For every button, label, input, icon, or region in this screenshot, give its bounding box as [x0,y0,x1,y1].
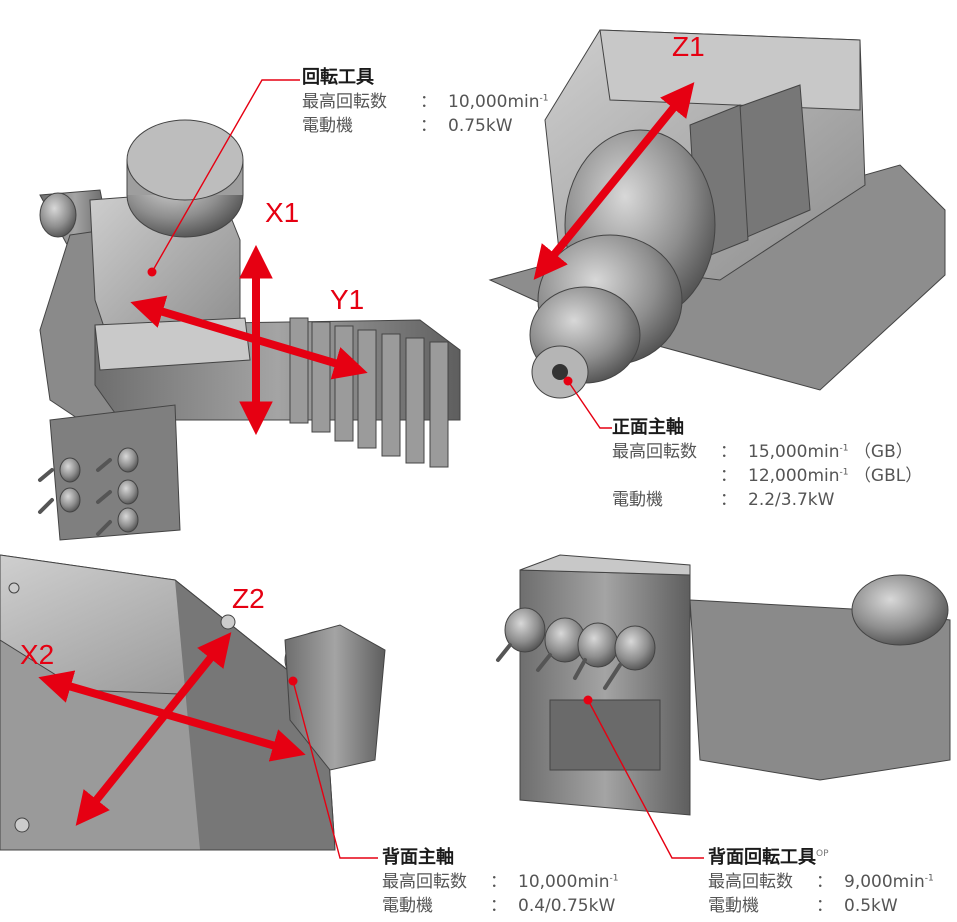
back-rotary-tool-motor-label: 電動機 [708,896,759,916]
rotary-tool-max-speed-label: 最高回転数 [302,92,387,112]
rotary-tool-max-speed-value: 10,000min-1 [448,92,549,112]
separator: ： [720,442,737,462]
y1-axis-label: Y1 [330,284,365,315]
x2-axis-label: X2 [20,639,55,670]
back-spindle-max-speed-label: 最高回転数 [382,872,467,892]
main-spindle-unit [488,29,946,399]
option-mark: OP [816,849,829,859]
main-spindle-max-speed-label: 最高回転数 [612,442,697,462]
rotary-tool-spec: 回転工具 最高回転数 ： 10,000min-1 電動機 ： 0.75kW [302,66,549,138]
back-rotary-tool-title: 背面回転工具OP [708,847,829,868]
rotary-tool-motor-label: 電動機 [302,116,353,136]
back-rotary-tool-max-speed-label: 最高回転数 [708,872,793,892]
separator: ： [720,490,737,510]
leader-back-spindle [292,680,378,859]
main-spindle-max-speed-value-2: 12,000min-1 （GBL） [748,466,923,486]
separator: ： [816,896,833,916]
separator: ： [420,92,437,112]
z1-axis-label: Z1 [672,31,705,62]
leader-dot-back-spindle [288,676,298,686]
leader-main-spindle [567,380,612,429]
back-rotary-tool-motor-value: 0.5kW [844,896,898,916]
rotary-tool-title: 回転工具 [302,67,374,88]
separator: ： [816,872,833,892]
separator: ： [490,872,507,892]
main-spindle-title: 正面主軸 [612,417,684,438]
back-spindle-title: 背面主軸 [382,847,454,868]
leader-dot-back-rotary-tool [583,695,593,705]
leader-dot-main-spindle [563,376,573,386]
separator: ： [720,466,737,486]
main-spindle-max-speed-value-1: 15,000min-1 （GB） [748,442,913,462]
rotary-tool-motor-value: 0.75kW [448,116,513,136]
z1-axis-arrow [533,82,695,280]
y1-axis-arrow [130,295,368,380]
x1-axis-label: X1 [265,197,300,228]
separator: ： [420,116,437,136]
leader-back-rotary-tool [587,699,704,859]
back-spindle-motor-label: 電動機 [382,896,433,916]
back-spindle-motor-value: 0.4/0.75kW [518,896,616,916]
back-spindle-max-speed-value: 10,000min-1 [518,872,619,892]
z2-axis-label: Z2 [232,583,265,614]
back-rotary-tool-unit [496,554,951,816]
back-rotary-tool-max-speed-value: 9,000min-1 [844,872,934,892]
main-spindle-motor-label: 電動機 [612,490,663,510]
main-spindle-spec: 正面主軸 最高回転数 ： 15,000min-1 （GB） ： 12,000mi… [612,416,922,512]
z2-axis-arrow [75,632,232,826]
rotary-tool-unit [38,119,461,541]
back-rotary-tool-spec: 背面回転工具OP 最高回転数 ： 9,000min-1 電動機 ： 0.5kW [708,846,934,918]
leader-dot-rotary-tool [147,267,157,277]
leader-lines [151,79,704,859]
main-spindle-motor-value: 2.2/3.7kW [748,490,835,510]
back-spindle-unit [0,554,386,851]
back-spindle-spec: 背面主軸 最高回転数 ： 10,000min-1 電動機 ： 0.4/0.75k… [382,846,619,918]
leader-rotary-tool [151,79,300,273]
separator: ： [490,896,507,916]
